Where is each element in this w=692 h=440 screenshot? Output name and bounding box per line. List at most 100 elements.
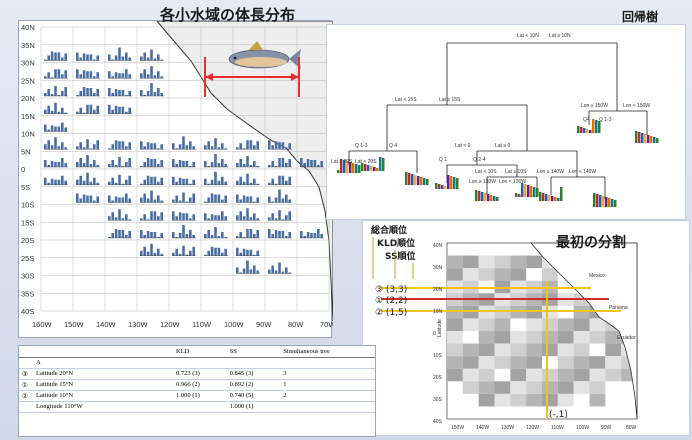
histogram-bar — [210, 193, 214, 203]
histogram-bar — [125, 214, 128, 221]
histogram-bar — [242, 216, 246, 221]
histogram-bar — [86, 155, 89, 167]
histogram-bar — [217, 236, 221, 238]
histogram-bar — [111, 76, 114, 79]
lon-label: 120W — [160, 320, 181, 329]
histogram-bar — [239, 272, 242, 274]
lon-label: 80W — [288, 320, 304, 329]
histogram-bar — [160, 144, 163, 150]
histogram-bar — [54, 86, 57, 96]
leaf-bar — [536, 188, 539, 197]
histogram-bar — [76, 52, 79, 61]
histogram-bar — [271, 145, 274, 150]
tree-node-e2: Lon < 130W — [499, 179, 526, 185]
lat-label: 15S — [21, 218, 34, 227]
histogram-bar — [111, 144, 114, 150]
histogram-bar — [79, 74, 82, 79]
histogram-bar — [242, 148, 246, 150]
histogram-bar — [143, 69, 146, 79]
histogram-bar — [111, 177, 114, 185]
rank-110w: (-,1) — [549, 410, 568, 420]
rank-20n: ③ (3,3) — [375, 285, 407, 295]
leaf-bar — [653, 137, 656, 143]
histogram-bar — [89, 164, 93, 167]
histogram-cell — [140, 158, 164, 168]
histogram-bar — [128, 91, 131, 96]
histogram-bar — [44, 144, 47, 150]
col-split — [33, 346, 173, 358]
histogram-cell — [268, 158, 292, 168]
leaf-bar — [417, 176, 420, 185]
histogram-cell — [236, 247, 260, 256]
histogram-bar — [178, 233, 182, 238]
histogram-bar — [204, 161, 207, 167]
histogram-bar — [153, 199, 157, 203]
histogram-cell — [108, 193, 132, 203]
histogram-bar — [221, 176, 224, 185]
histogram-bar — [76, 162, 79, 167]
histogram-bar — [114, 229, 118, 238]
place-ecuador: Ecuador — [617, 335, 636, 341]
split-lat-tick: 0 — [433, 331, 436, 337]
histogram-bar — [76, 193, 79, 203]
histogram-bar — [274, 197, 278, 203]
leaf-bar — [447, 175, 450, 189]
histogram-bar — [108, 88, 111, 96]
histogram-bar — [274, 183, 278, 185]
histogram-bar — [128, 142, 131, 150]
histogram-bar — [96, 140, 99, 150]
histogram-bar — [143, 95, 146, 96]
histogram-bar — [50, 145, 54, 150]
histogram-bar — [281, 198, 285, 203]
leaf-bar — [441, 185, 444, 189]
histogram-bar — [288, 232, 291, 238]
histogram-bar — [89, 54, 93, 61]
leaf-histogram — [337, 159, 361, 173]
histogram-bar — [278, 175, 281, 185]
lon-label: 140W — [96, 320, 117, 329]
histogram-bar — [221, 199, 224, 203]
split-cell — [462, 255, 479, 269]
histogram-bar — [57, 179, 61, 185]
histogram-bar — [79, 91, 82, 96]
histogram-cell — [140, 83, 164, 97]
histogram-bar — [236, 180, 239, 185]
histogram-bar — [140, 56, 143, 61]
rank-header-kld: KLD順位 — [377, 237, 415, 249]
table-cell-mark: ③ — [19, 368, 33, 380]
leaf-bar — [358, 165, 361, 173]
histogram-bar — [153, 211, 157, 221]
histogram-bar — [50, 94, 54, 96]
histogram-bar — [143, 246, 146, 256]
histogram-bar — [288, 199, 291, 203]
tree-node-d2: Lat ≥ 10S — [505, 169, 527, 175]
histogram-bar — [224, 237, 227, 238]
split-lon-tick: 100W — [576, 425, 589, 431]
leaf-bar — [475, 190, 478, 201]
histogram-bar — [178, 253, 182, 256]
histogram-bar — [160, 76, 163, 79]
table-cell-mark — [19, 357, 33, 369]
split-cell — [494, 268, 511, 281]
histogram-bar — [64, 87, 67, 96]
histogram-cell — [76, 193, 100, 203]
histogram-cell — [108, 229, 132, 239]
histogram-bar — [300, 158, 303, 167]
histogram-bar — [175, 237, 178, 238]
histogram-bar — [278, 158, 281, 167]
leaf-bar — [420, 177, 423, 185]
fish-length-arrow — [204, 57, 300, 97]
histogram-bar — [317, 229, 320, 238]
histogram-bar — [182, 192, 185, 203]
histogram-cell — [76, 155, 100, 168]
histogram-cell — [140, 243, 164, 256]
histogram-bar — [271, 178, 274, 185]
histogram-bar — [207, 183, 210, 185]
histogram-cell — [172, 136, 196, 150]
split-cell — [510, 356, 527, 369]
histogram-bar — [239, 143, 242, 150]
histogram-bar — [288, 211, 291, 221]
lat-label: 35N — [21, 41, 35, 50]
split-cell — [494, 343, 511, 357]
leaf-bar — [598, 121, 601, 133]
